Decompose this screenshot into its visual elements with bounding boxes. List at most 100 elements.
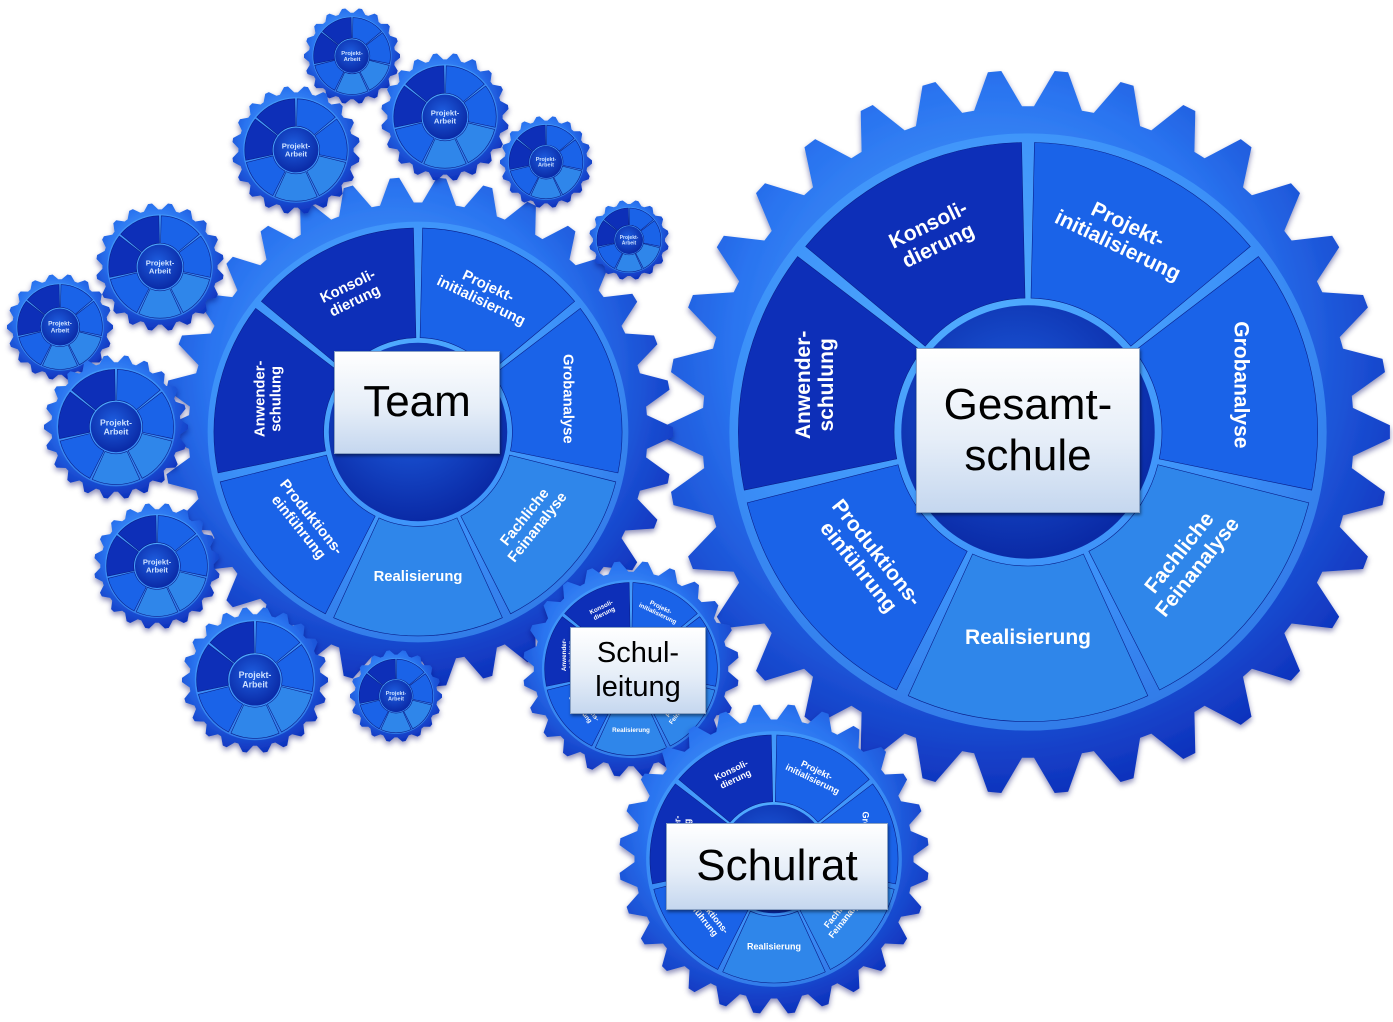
segment-grobanalyse — [463, 85, 497, 128]
segment-konsolidierung — [120, 215, 160, 253]
segment-realisierung — [135, 586, 179, 617]
segment-projektinitialisierung — [774, 734, 870, 823]
gear-hub — [529, 145, 563, 179]
segment-projektinitialisierung — [60, 284, 93, 315]
segment-fachliche-feinanalyse — [359, 59, 390, 91]
gear-small-2: Projekt-Arbeit — [381, 53, 509, 181]
segment-projektinitialisierung — [157, 515, 197, 552]
gear-hub — [379, 679, 413, 713]
label-schulleitung: Schul- leitung — [570, 627, 706, 714]
segment-anwenderschulung — [508, 139, 533, 170]
segment-grobanalyse — [175, 535, 208, 577]
segment-fachliche-feinanalyse — [1088, 464, 1310, 691]
segment-label-anwenderschulung: Anwender-schulung — [252, 361, 284, 438]
gear-hub — [615, 226, 643, 254]
segment-projektinitialisierung — [160, 215, 200, 253]
segment-label-grobanalyse: Grobanalyse — [559, 354, 575, 444]
small-gear-label: Projekt-Arbeit — [620, 235, 639, 246]
gear-hub — [134, 543, 180, 589]
small-gear-label: Projekt-Arbeit — [386, 691, 407, 703]
segment-label-realisierung: Realisierung — [965, 626, 1091, 649]
segment-fachliche-feinanalyse — [306, 155, 346, 197]
segment-realisierung — [91, 450, 141, 485]
gear-small-6: Projekt-Arbeit — [96, 203, 224, 331]
segment-anwenderschulung — [213, 307, 344, 474]
segment-realisierung — [423, 138, 467, 169]
segment-konsolidierung — [405, 65, 445, 103]
gear-hub — [335, 39, 369, 73]
segment-realisierung — [42, 344, 78, 370]
segment-projektinitialisierung — [116, 369, 161, 411]
segment-produktionseinfuehrung — [107, 571, 147, 612]
gear-hub — [41, 308, 79, 346]
segment-produktionseinfuehrung — [18, 331, 52, 366]
segment-projektinitialisierung — [296, 98, 336, 136]
small-gear-label: Projekt-Arbeit — [239, 670, 272, 689]
segment-fachliche-feinanalyse — [460, 454, 617, 615]
segment-grobanalyse — [640, 220, 662, 247]
segment-produktionseinfuehrung — [219, 454, 376, 615]
segment-anwenderschulung — [393, 85, 427, 128]
segment-konsolidierung — [367, 658, 396, 686]
label-schulrat: Schulrat — [666, 823, 888, 910]
segment-konsolidierung — [256, 98, 296, 136]
segment-grobanalyse — [409, 673, 434, 704]
segment-anwenderschulung — [596, 220, 618, 247]
segment-projektinitialisierung — [352, 17, 382, 46]
segment-produktionseinfuehrung — [746, 464, 968, 691]
segment-konsolidierung — [805, 142, 1026, 347]
segment-fachliche-feinanalyse — [170, 272, 210, 314]
segment-produktionseinfuehrung — [314, 59, 345, 91]
gear-hub — [90, 401, 142, 453]
segment-projektinitialisierung — [255, 621, 301, 664]
segment-grobanalyse — [75, 300, 103, 336]
small-gear-label: Projekt-Arbeit — [341, 51, 363, 63]
small-gear-label: Projekt-Arbeit — [48, 321, 72, 335]
gear-small-4: Projekt-Arbeit — [500, 116, 592, 208]
segment-label-grobanalyse: Grobanalyse — [1230, 321, 1253, 448]
gear-small-8: Projekt-Arbeit — [44, 355, 188, 499]
gear-hub — [422, 94, 468, 140]
segment-anwenderschulung — [17, 300, 45, 336]
segment-produktionseinfuehrung — [246, 155, 286, 197]
gear-small-3: Projekt-Arbeit — [232, 86, 360, 214]
segment-anwenderschulung — [196, 644, 234, 693]
gear-small-9: Projekt-Arbeit — [94, 503, 220, 629]
segment-fachliche-feinanalyse — [127, 433, 173, 479]
segment-produktionseinfuehrung — [198, 686, 244, 733]
segment-label-realisierung: Realisierung — [612, 727, 650, 734]
segment-label-anwenderschulung: Anwender-schulung — [792, 331, 838, 440]
segment-label-realisierung: Realisierung — [374, 569, 463, 585]
segment-fachliche-feinanalyse — [403, 699, 433, 730]
segment-realisierung — [138, 288, 182, 319]
segment-konsolidierung — [322, 17, 352, 46]
segment-realisierung — [615, 253, 643, 273]
segment-fachliche-feinanalyse — [68, 331, 102, 366]
segment-produktionseinfuehrung — [59, 433, 105, 479]
segment-fachliche-feinanalyse — [553, 165, 583, 196]
small-gear-label: Projekt-Arbeit — [143, 557, 172, 574]
segment-projektinitialisierung — [419, 227, 576, 372]
gear-small-1: Projekt-Arbeit — [304, 8, 400, 104]
segment-realisierung — [333, 517, 503, 637]
segment-produktionseinfuehrung — [597, 243, 623, 269]
small-gear-label: Projekt-Arbeit — [282, 141, 311, 158]
segment-projektinitialisierung — [546, 124, 575, 152]
segment-anwenderschulung — [108, 235, 142, 278]
segment-projektinitialisierung — [396, 658, 425, 686]
gear-small-7: Projekt-Arbeit — [7, 274, 113, 380]
segment-grobanalyse — [365, 32, 391, 65]
segment-produktionseinfuehrung — [110, 272, 150, 314]
segment-produktionseinfuehrung — [359, 699, 389, 730]
segment-konsolidierung — [517, 124, 546, 152]
segment-fachliche-feinanalyse — [167, 571, 207, 612]
label-gesamtschule: Gesamt- schule — [916, 348, 1140, 513]
segment-grobanalyse — [492, 307, 623, 474]
gear-small-5: Projekt-Arbeit — [589, 200, 669, 280]
segment-grobanalyse — [178, 235, 212, 278]
small-gear-label: Projekt-Arbeit — [536, 157, 557, 169]
segment-konsolidierung — [209, 621, 255, 664]
segment-realisierung — [230, 704, 280, 739]
gear-small-10: Projekt-Arbeit — [182, 607, 328, 753]
label-team: Team — [334, 351, 500, 454]
